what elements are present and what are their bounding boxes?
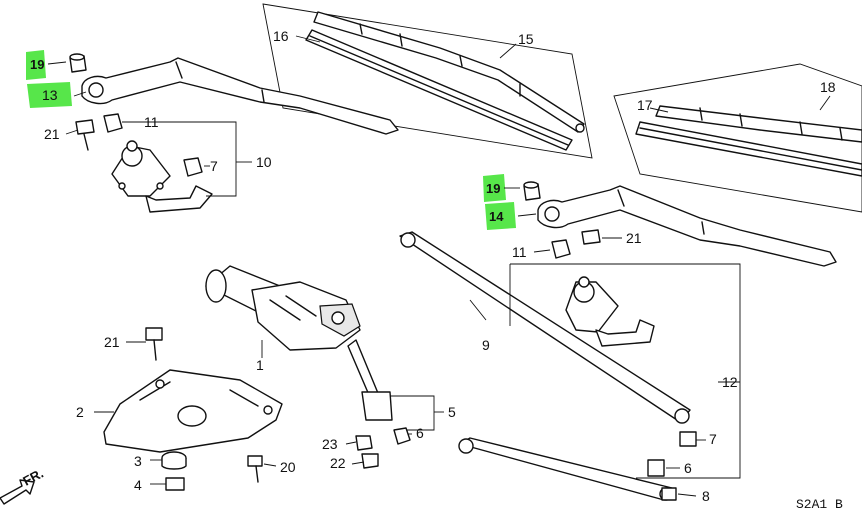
pivot-right bbox=[565, 276, 655, 347]
blade-box-right bbox=[613, 63, 862, 213]
callout-2: 2 bbox=[76, 404, 84, 420]
callout-17: 17 bbox=[637, 97, 653, 113]
callout-21-right: 21 bbox=[626, 230, 642, 246]
motor-bracket bbox=[103, 369, 283, 453]
nut-8 bbox=[661, 487, 677, 501]
callout-7-right: 7 bbox=[709, 431, 717, 447]
leader-lines bbox=[47, 35, 831, 497]
nut-11-right bbox=[551, 239, 571, 259]
callout-8: 8 bbox=[702, 488, 710, 504]
nut-6-right bbox=[647, 459, 665, 477]
highlight-19-left bbox=[26, 50, 46, 80]
pivot-left bbox=[111, 140, 213, 213]
callout-20: 20 bbox=[280, 459, 296, 475]
nut-11-left bbox=[103, 113, 123, 133]
callout-10: 10 bbox=[256, 154, 272, 170]
bolt-21-left-top bbox=[75, 119, 95, 151]
callout-9: 9 bbox=[482, 337, 490, 353]
linkage-rod-9 bbox=[399, 231, 691, 424]
collar-4 bbox=[165, 477, 185, 491]
callout-5: 5 bbox=[448, 404, 456, 420]
callout-11-right: 11 bbox=[512, 244, 527, 260]
callout-19-left: 19 bbox=[30, 57, 44, 72]
bolt-20 bbox=[247, 455, 263, 483]
callout-23: 23 bbox=[322, 436, 338, 452]
callout-18: 18 bbox=[820, 79, 836, 95]
motor-crank bbox=[347, 339, 393, 421]
callout-15: 15 bbox=[518, 31, 534, 47]
callout-numbers: 16 15 19 13 21 11 7 10 17 18 19 14 11 21… bbox=[30, 28, 836, 504]
nut-23 bbox=[355, 435, 373, 451]
highlight-14-right bbox=[485, 202, 516, 230]
callout-21-left: 21 bbox=[44, 126, 60, 142]
bolt-21-right-top bbox=[581, 229, 601, 245]
wiper-rubber-right bbox=[655, 105, 862, 143]
cap-19-left bbox=[69, 53, 87, 73]
callout-16: 16 bbox=[273, 28, 289, 44]
callout-11-left: 11 bbox=[144, 114, 159, 130]
front-direction-indicator: FR. bbox=[0, 466, 46, 505]
callout-7-left: 7 bbox=[210, 158, 218, 174]
highlight-19-right bbox=[483, 174, 506, 202]
highlight-13-left bbox=[27, 82, 72, 108]
linkage-rod-5 bbox=[458, 437, 673, 501]
callout-4: 4 bbox=[134, 477, 142, 493]
nut-7-right bbox=[679, 431, 697, 447]
callout-13: 13 bbox=[42, 87, 58, 103]
callout-6-right: 6 bbox=[684, 460, 692, 476]
callout-19-right: 19 bbox=[486, 181, 500, 196]
wiper-motor bbox=[205, 265, 361, 351]
callout-21-bracket: 21 bbox=[104, 334, 120, 350]
diagram-code: S2A1 B bbox=[796, 497, 843, 512]
nut-22 bbox=[361, 453, 379, 469]
grommet-3 bbox=[161, 451, 187, 470]
front-arrow-icon bbox=[0, 479, 35, 505]
highlight-marks bbox=[26, 50, 516, 230]
callout-22: 22 bbox=[330, 455, 346, 471]
callout-3: 3 bbox=[134, 453, 142, 469]
bolt-21-bracket bbox=[145, 327, 163, 361]
callout-12: 12 bbox=[722, 374, 738, 390]
callout-6-center: 6 bbox=[416, 425, 424, 441]
blade-box-left bbox=[262, 3, 593, 159]
callout-14: 14 bbox=[489, 209, 504, 224]
wiper-arm-left bbox=[81, 57, 399, 135]
nut-7-left bbox=[183, 157, 203, 177]
callout-1: 1 bbox=[256, 357, 264, 373]
nut-6-center bbox=[393, 427, 411, 445]
cap-19-right bbox=[523, 181, 541, 201]
wiper-arm-right bbox=[537, 185, 837, 267]
